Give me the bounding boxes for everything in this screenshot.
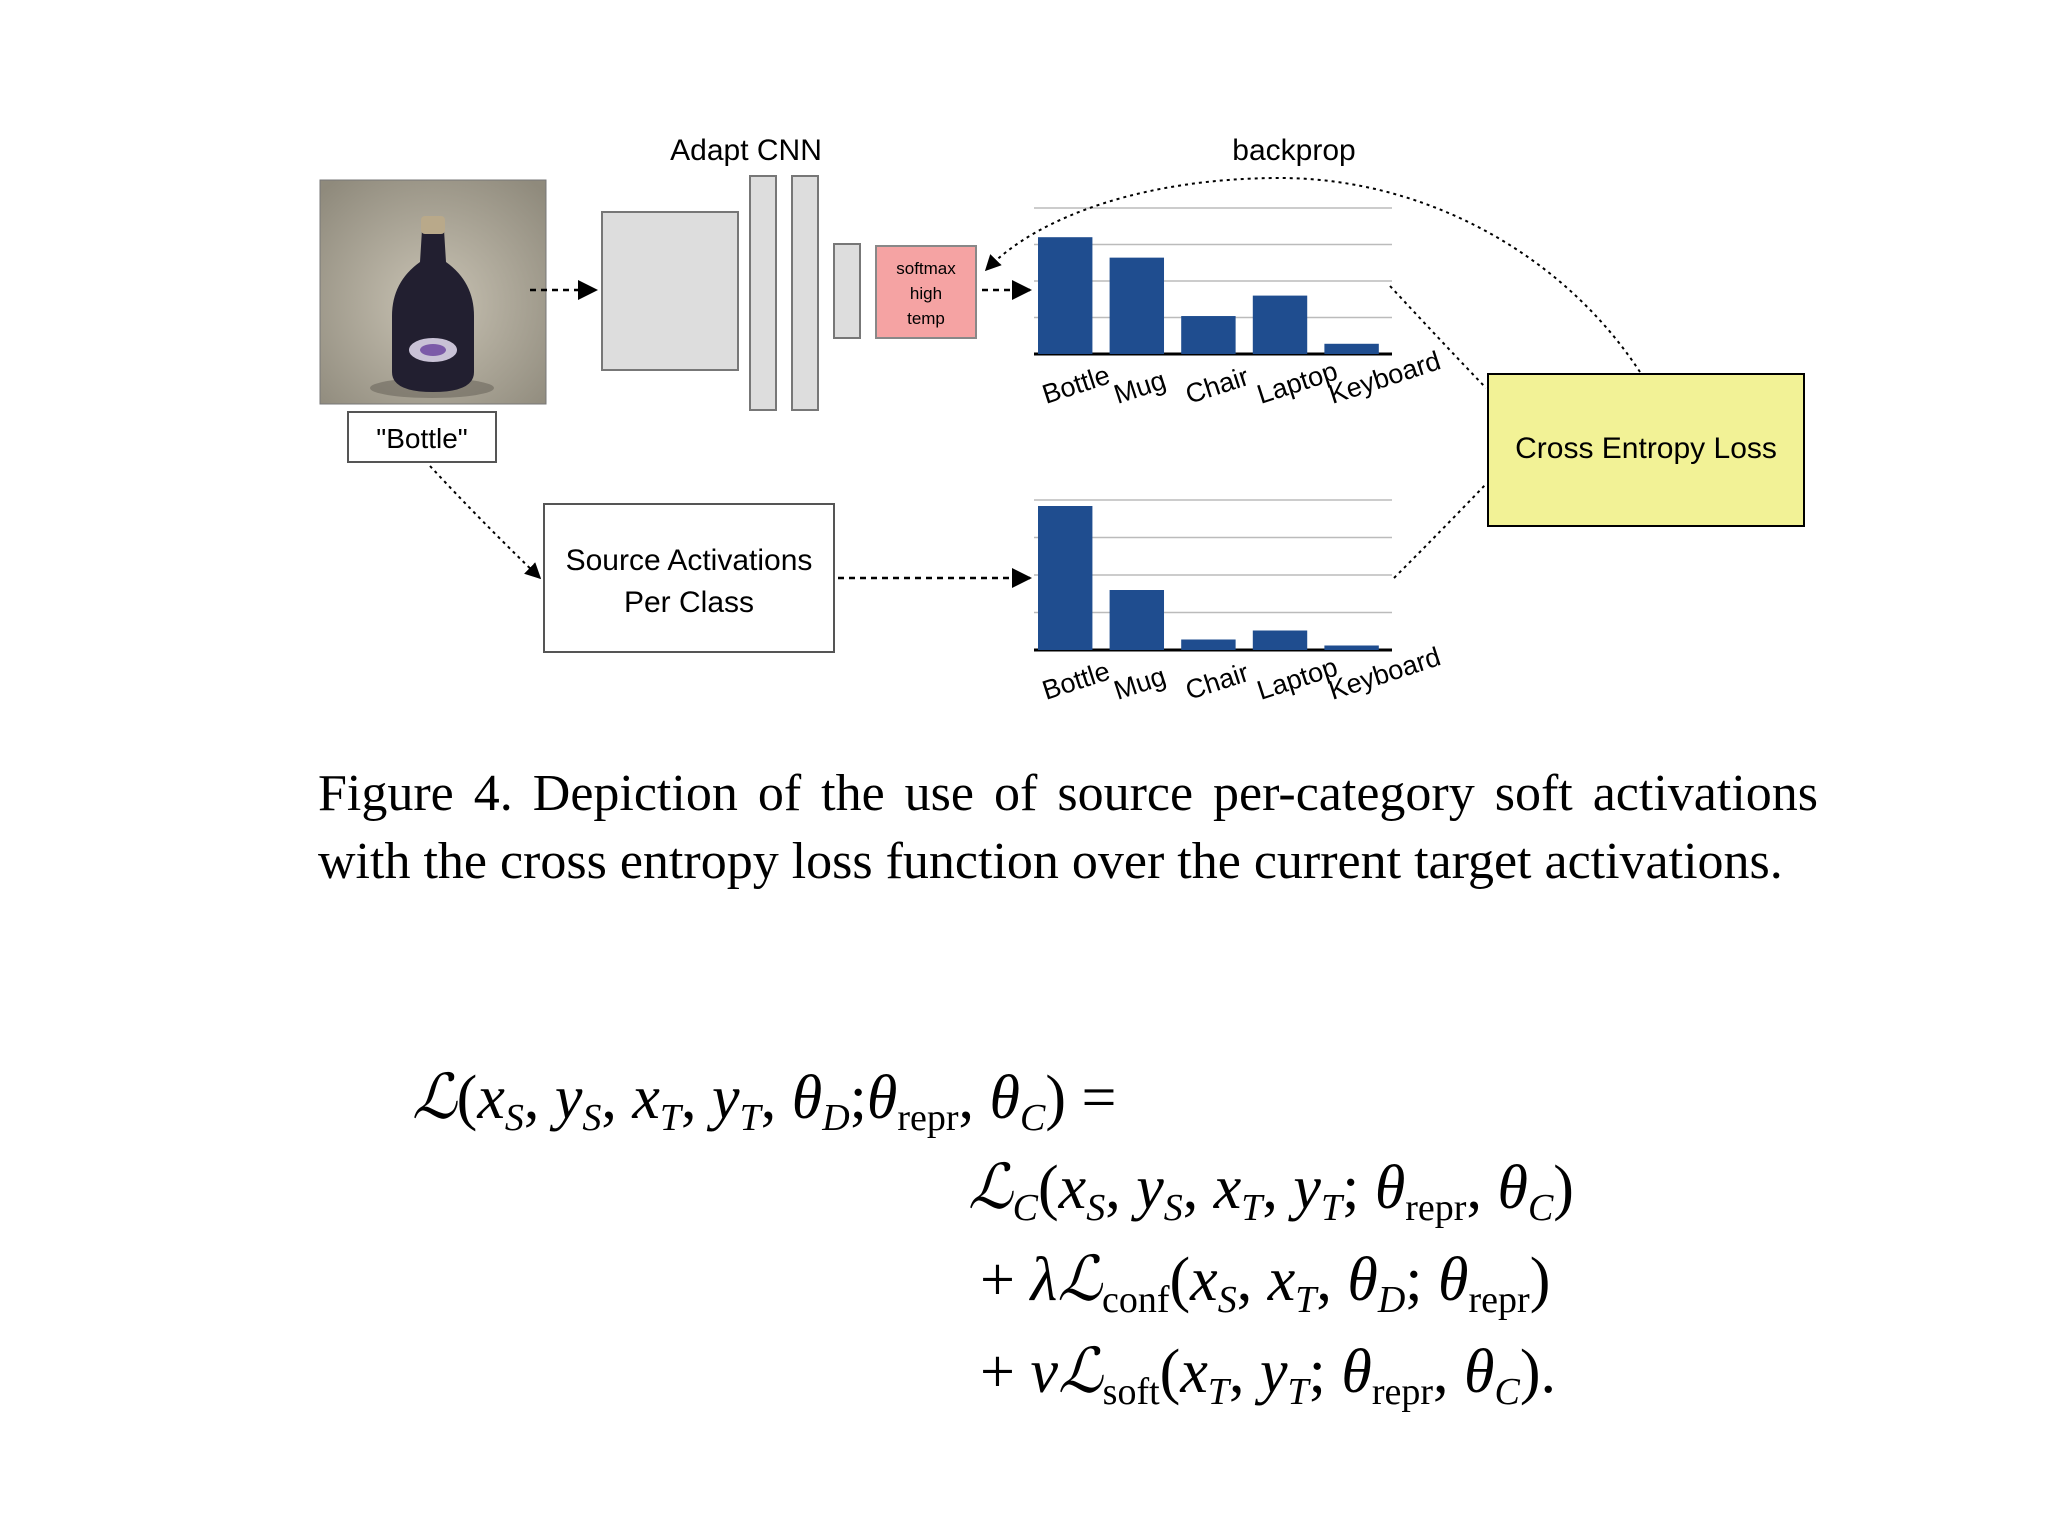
tick-label-bottle: Bottle — [1039, 656, 1114, 706]
tick-label-mug: Mug — [1110, 365, 1169, 410]
image-label-box — [347, 411, 497, 463]
figure-diagram: "Bottle" Adapt CNN softmax high temp Bot… — [319, 134, 1805, 706]
bar-bottle — [1038, 237, 1093, 354]
cnn-fc-layer-1 — [749, 175, 777, 411]
bar-laptop — [1252, 630, 1308, 650]
cross-entropy-loss-box — [1487, 373, 1805, 527]
cnn-fc-layer-3 — [833, 243, 861, 339]
tick-label-bottle: Bottle — [1039, 360, 1114, 410]
equation-line-1: ℒ(xS, yS, xT, yT, θD;θrepr, θC) = — [412, 1060, 1117, 1139]
equation-line-4: + νℒsoft(xT, yT; θrepr, θC). — [980, 1334, 1557, 1413]
softmax-high-temp-box — [875, 245, 977, 339]
softmax-line-1: softmax — [896, 259, 956, 278]
bar-laptop — [1252, 295, 1308, 354]
bar-keyboard — [1324, 343, 1379, 354]
backprop-label: backprop — [1232, 134, 1355, 167]
softmax-line-2: high — [910, 284, 942, 303]
top-chart-to-loss-line — [1389, 285, 1487, 389]
source-activations-box — [543, 503, 835, 653]
equation-line-2: ℒC(xS, yS, xT, yT; θrepr, θC) — [968, 1150, 1574, 1229]
cnn-fc-layer-2 — [791, 175, 819, 411]
image-label: "Bottle" — [376, 423, 467, 454]
bar-chair — [1181, 316, 1236, 354]
backprop-arrow — [984, 176, 1641, 373]
bar-mug — [1109, 590, 1165, 650]
label-to-source-arrow — [429, 465, 542, 580]
tick-label-chair: Chair — [1182, 361, 1253, 409]
bar-chair — [1181, 639, 1236, 650]
bottle-photo — [319, 179, 547, 405]
source-activations-line-2: Per Class — [624, 586, 754, 619]
bar-mug — [1109, 257, 1165, 354]
softmax-line-3: temp — [907, 309, 945, 328]
bar-bottle — [1038, 506, 1093, 650]
source-activations-line-1: Source Activations — [566, 544, 813, 577]
equation-line-3: + λℒconf(xS, xT, θD; θrepr) — [980, 1242, 1551, 1321]
bottom-chart-to-loss-line — [1393, 483, 1487, 579]
figure-caption: Figure 4. Depiction of the use of source… — [318, 765, 1818, 890]
tick-label-mug: Mug — [1110, 661, 1169, 706]
cross-entropy-loss-label: Cross Entropy Loss — [1515, 432, 1777, 465]
bar-keyboard — [1324, 645, 1379, 650]
tick-label-chair: Chair — [1182, 657, 1253, 705]
adapt-cnn-label: Adapt CNN — [670, 134, 822, 167]
cnn-conv-block — [601, 211, 739, 371]
